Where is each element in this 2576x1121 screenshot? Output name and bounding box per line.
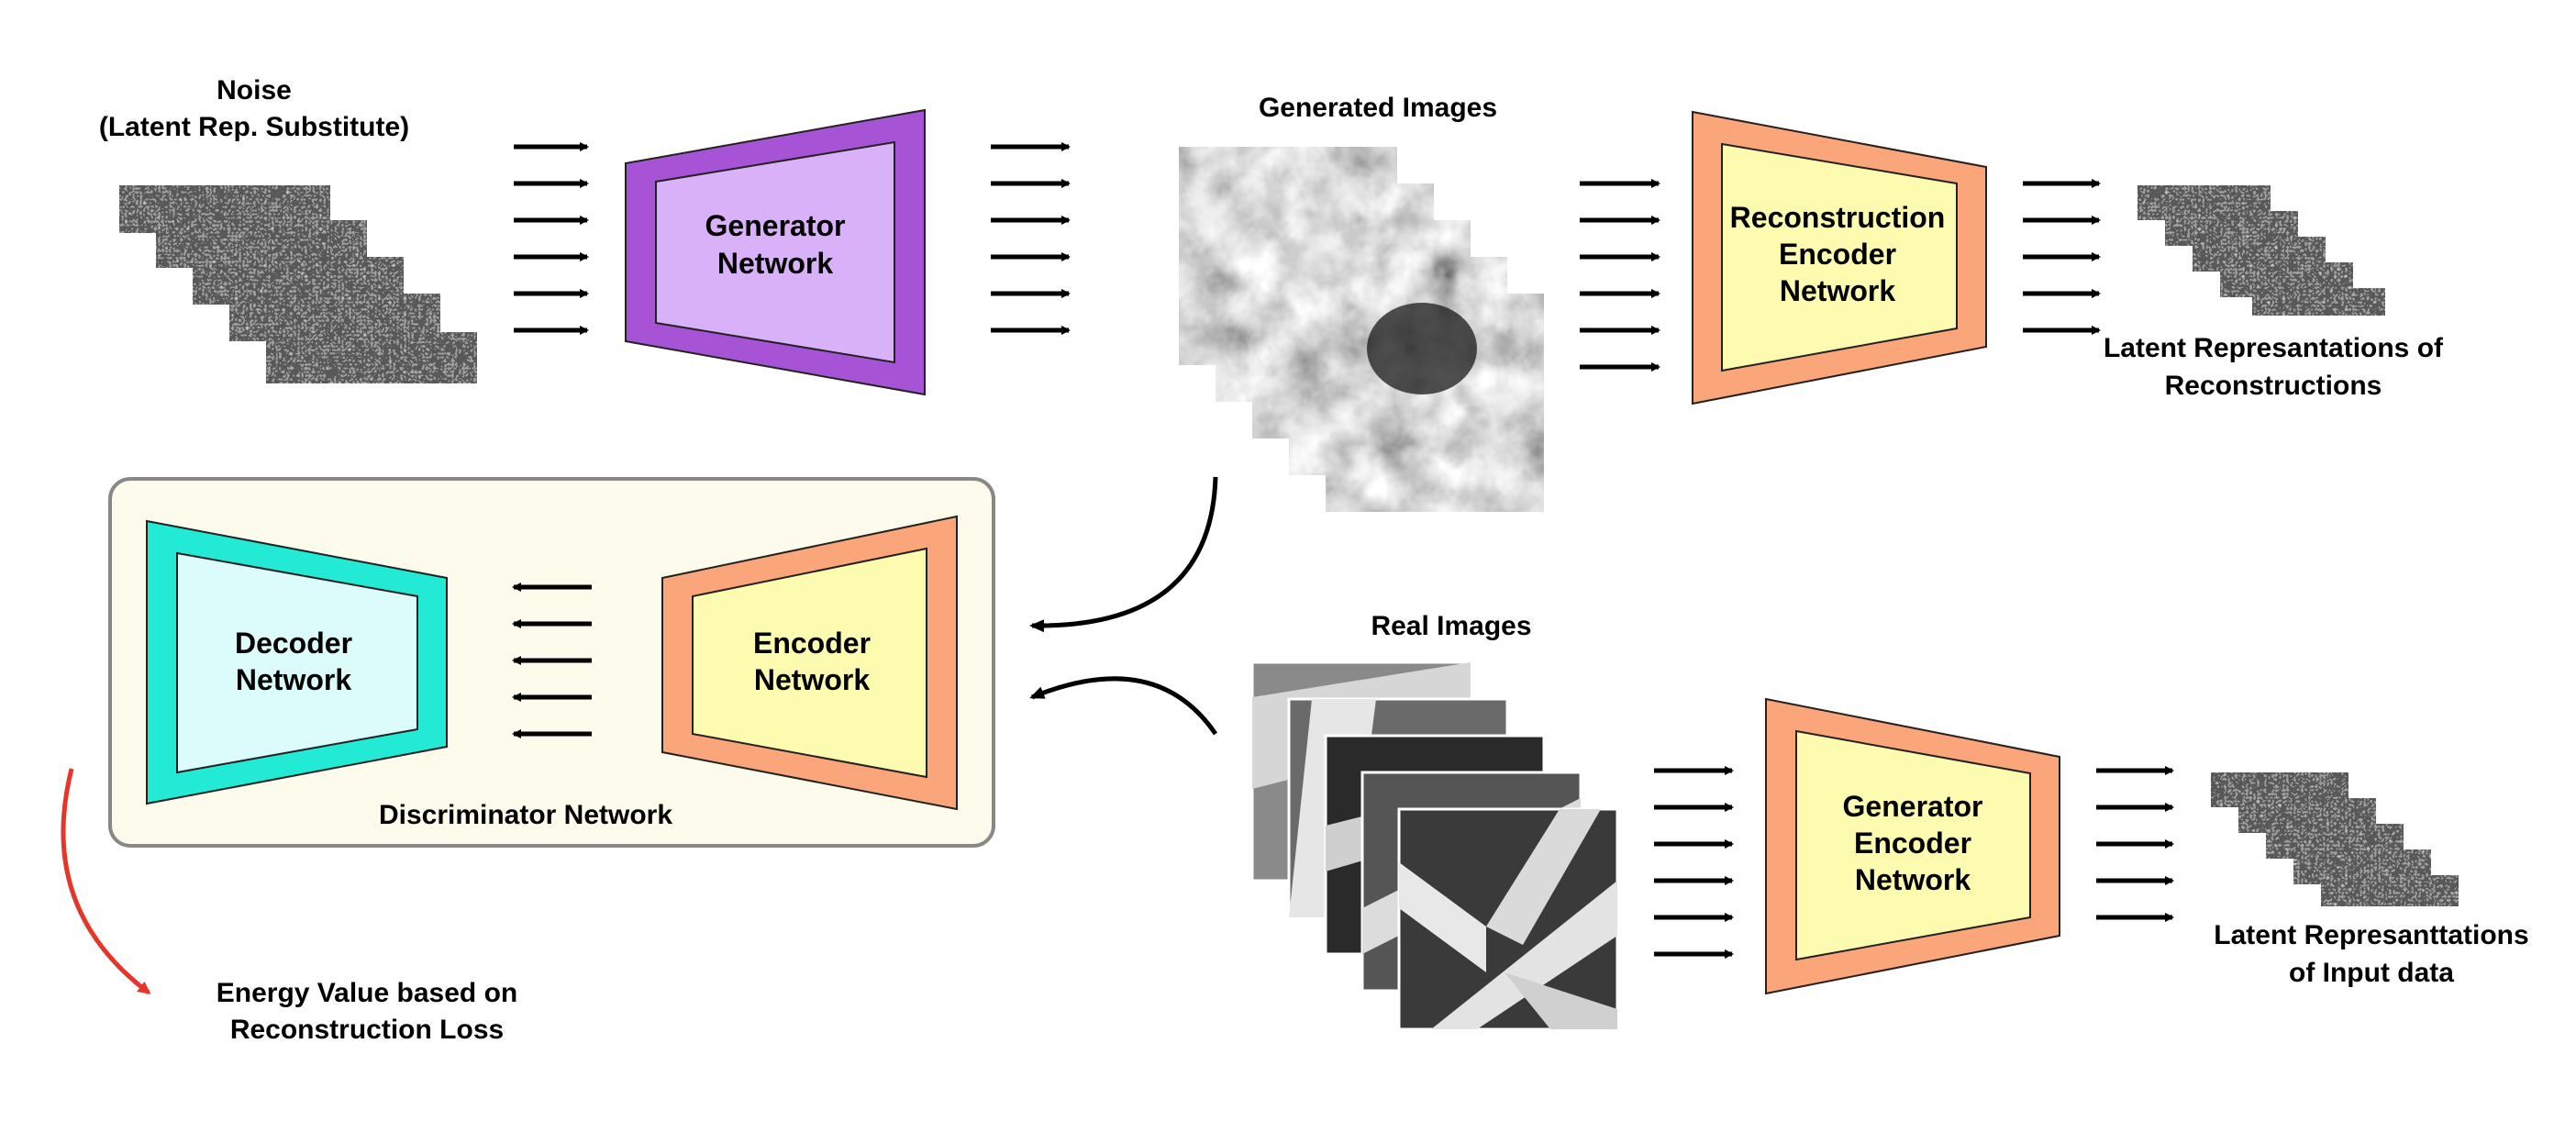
generator-encoder-label-2: Encoder xyxy=(1854,827,1971,860)
reconstruction-encoder-network: Reconstruction Encoder Network xyxy=(1692,110,1987,405)
recon-encoder-label-3: Network xyxy=(1780,274,1895,307)
real-images-stack xyxy=(1250,660,1619,1031)
generator-encoder-label-1: Generator xyxy=(1843,790,1983,823)
discriminator-network: Decoder Network Encoder Network Discrimi… xyxy=(108,477,995,848)
generator-label-2: Network xyxy=(717,247,833,280)
generator-encoder-label-3: Network xyxy=(1855,863,1971,896)
recon-encoder-label-1: Reconstruction xyxy=(1730,201,1946,234)
energy-label-2: Reconstruction Loss xyxy=(230,1015,504,1045)
arrows-recon-encoder-to-latent xyxy=(2023,179,2101,335)
real-images-label: Real Images xyxy=(1371,611,1531,641)
latent-reconstruction-stack xyxy=(2137,185,2385,316)
generator-label-1: Generator xyxy=(705,209,846,242)
generated-images-label: Generated Images xyxy=(1259,93,1497,123)
arrows-real-to-generator-encoder xyxy=(1654,766,1734,959)
generator-network: Generator Network xyxy=(625,108,926,396)
encoder-label-2: Network xyxy=(754,663,870,696)
latent-recon-label-2: Reconstructions xyxy=(2165,371,2382,401)
arrows-noise-to-generator xyxy=(514,142,589,335)
noise-label: Noise xyxy=(217,75,292,105)
arrows-generator-encoder-to-latent xyxy=(2096,766,2174,922)
decoder-label-2: Network xyxy=(236,663,351,696)
encoder-label-1: Encoder xyxy=(753,627,871,660)
recon-encoder-label-2: Encoder xyxy=(1779,238,1896,271)
noise-sublabel: (Latent Rep. Substitute) xyxy=(99,112,409,142)
discriminator-label: Discriminator Network xyxy=(379,800,672,830)
generator-encoder-network: Generator Encoder Network xyxy=(1765,697,2060,995)
arrows-images-to-recon-encoder xyxy=(1580,179,1660,372)
decoder-label-1: Decoder xyxy=(235,627,352,660)
arrows-encoder-to-decoder xyxy=(512,583,592,738)
latent-recon-label-1: Latent Represantations of xyxy=(2104,333,2444,363)
energy-arrow xyxy=(61,768,151,994)
real-to-discriminator-arrow xyxy=(1029,676,1218,736)
noise-latent-stack xyxy=(119,185,477,383)
latent-input-stack xyxy=(2211,772,2459,906)
generated-to-discriminator-arrow xyxy=(1029,476,1218,633)
energy-label-1: Energy Value based on xyxy=(217,978,517,1008)
arrows-generator-to-images xyxy=(991,142,1071,335)
generated-images-stack xyxy=(1177,145,1546,514)
latent-input-label-2: of Input data xyxy=(2289,958,2454,988)
latent-input-label-1: Latent Represanttations xyxy=(2214,920,2528,950)
